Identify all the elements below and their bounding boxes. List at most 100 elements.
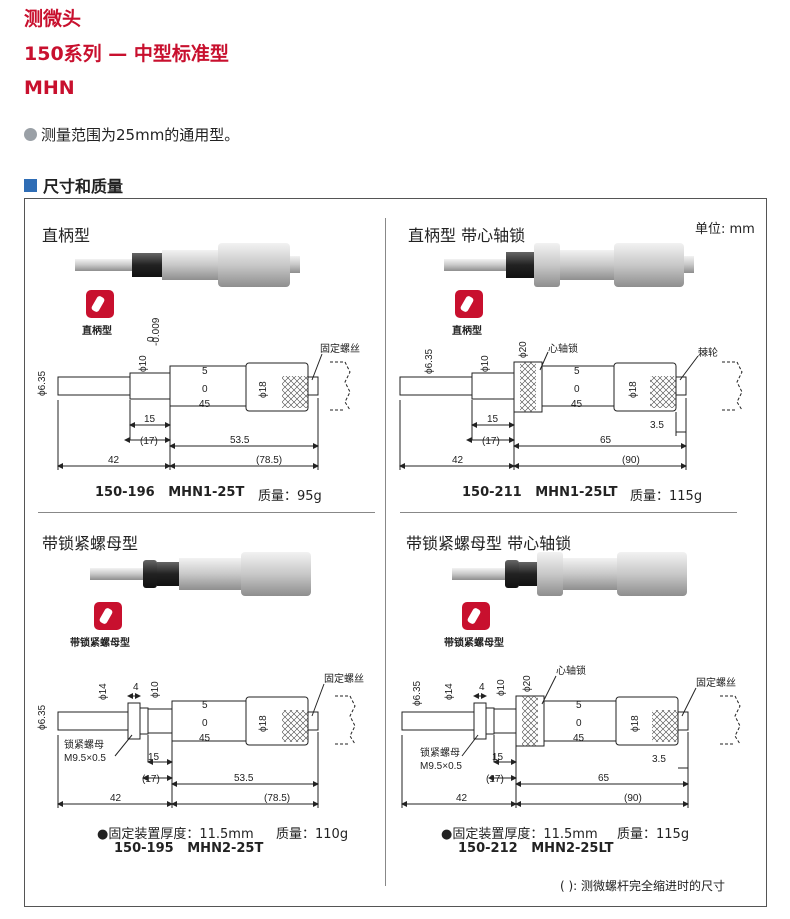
lock-nut-icon — [94, 602, 122, 630]
svg-text:(17): (17) — [486, 774, 504, 785]
drawing-1-labels: ϕ6.35 ϕ10 0 -0.009 ϕ18 5 0 45 15 (17) 53… — [37, 317, 360, 466]
svg-text:ϕ10: ϕ10 — [480, 355, 491, 372]
lock-nut-icon — [462, 602, 490, 630]
footnote: ( ): 测微螺杆完全缩进时的尺寸 — [560, 879, 726, 893]
svg-text:5: 5 — [574, 366, 580, 377]
svg-text:45: 45 — [571, 399, 583, 410]
model-4: 150-212 MHN2-25LT — [458, 841, 614, 856]
svg-text:45: 45 — [199, 399, 211, 410]
svg-text:65: 65 — [600, 435, 612, 446]
drawing-1 — [57, 353, 351, 470]
horizontal-divider-left — [38, 512, 375, 513]
photo-1 — [75, 243, 300, 287]
drawing-2 — [399, 351, 743, 470]
svg-text:ϕ18: ϕ18 — [258, 381, 269, 398]
straight-shank-icon — [86, 290, 114, 318]
svg-text:15: 15 — [487, 414, 499, 425]
svg-text:固定螺丝: 固定螺丝 — [324, 672, 364, 685]
svg-text:ϕ6.35: ϕ6.35 — [37, 704, 48, 730]
drawing-3 — [57, 683, 356, 808]
svg-text:45: 45 — [199, 733, 211, 744]
svg-text:(90): (90) — [624, 793, 642, 804]
photo-2 — [444, 243, 694, 287]
svg-text:45: 45 — [573, 733, 585, 744]
svg-text:15: 15 — [144, 414, 156, 425]
svg-text:ϕ18: ϕ18 — [628, 381, 639, 398]
svg-text:42: 42 — [108, 455, 120, 466]
svg-text:-0.009: -0.009 — [151, 317, 162, 346]
icon-label-2: 直柄型 — [452, 326, 482, 337]
panel-title-3: 带锁紧螺母型 — [42, 534, 139, 553]
description: 测量范围为25mm的通用型。 — [24, 124, 239, 145]
svg-text:15: 15 — [148, 752, 160, 763]
svg-text:(17): (17) — [142, 774, 160, 785]
svg-text:ϕ6.35: ϕ6.35 — [37, 370, 48, 396]
panel-title-1: 直柄型 — [42, 226, 91, 245]
drawing-3-labels: ϕ6.35 ϕ14 4 ϕ10 ϕ18 5 0 45 15 (17) 53.5 … — [37, 672, 364, 804]
svg-text:42: 42 — [452, 455, 464, 466]
svg-text:M9.5×0.5: M9.5×0.5 — [64, 753, 106, 764]
svg-text:15: 15 — [492, 752, 504, 763]
drawing-4 — [401, 675, 741, 808]
svg-text:锁紧螺母: 锁紧螺母 — [64, 738, 104, 751]
svg-text:65: 65 — [598, 773, 610, 784]
model-1: 150-196 MHN1-25T — [95, 485, 245, 500]
svg-text:固定螺丝: 固定螺丝 — [320, 342, 360, 355]
bullet-icon — [24, 128, 37, 141]
svg-text:3.5: 3.5 — [652, 754, 666, 765]
vertical-divider — [385, 218, 386, 886]
svg-text:42: 42 — [456, 793, 468, 804]
svg-text:心轴锁: 心轴锁 — [548, 342, 578, 355]
svg-text:M9.5×0.5: M9.5×0.5 — [420, 761, 462, 772]
svg-text:5: 5 — [202, 366, 208, 377]
svg-text:ϕ6.35: ϕ6.35 — [412, 680, 423, 706]
fix-note-4: ●固定装置厚度：11.5mm — [441, 827, 598, 842]
icon-label-4: 带锁紧螺母型 — [444, 638, 504, 649]
svg-text:53.5: 53.5 — [234, 773, 254, 784]
svg-text:(78.5): (78.5) — [256, 455, 282, 466]
svg-text:(90): (90) — [622, 455, 640, 466]
description-text: 测量范围为25mm的通用型。 — [41, 126, 240, 144]
photo-3 — [90, 552, 311, 596]
svg-text:0: 0 — [202, 384, 208, 395]
svg-text:4: 4 — [133, 682, 139, 693]
svg-text:锁紧螺母: 锁紧螺母 — [420, 746, 460, 759]
svg-text:(78.5): (78.5) — [264, 793, 290, 804]
horizontal-divider-right — [400, 512, 737, 513]
dimension-frame — [24, 198, 767, 907]
mass-2: 质量：115g — [630, 489, 703, 504]
model-3: 150-195 MHN2-25T — [114, 841, 264, 856]
square-icon — [24, 178, 37, 192]
straight-shank-icon — [455, 290, 483, 318]
svg-text:ϕ20: ϕ20 — [522, 675, 533, 692]
svg-text:ϕ14: ϕ14 — [98, 683, 109, 700]
model-family: MHN — [24, 77, 75, 99]
mass-3: 质量：110g — [276, 827, 349, 842]
svg-text:(17): (17) — [140, 436, 158, 447]
panel-title-2: 直柄型 带心轴锁 — [408, 226, 526, 245]
svg-text:ϕ6.35: ϕ6.35 — [424, 348, 435, 374]
svg-text:3.5: 3.5 — [650, 420, 664, 431]
svg-text:棘轮: 棘轮 — [698, 346, 718, 359]
svg-text:ϕ20: ϕ20 — [518, 341, 529, 358]
svg-text:ϕ18: ϕ18 — [258, 715, 269, 732]
svg-text:0: 0 — [574, 384, 580, 395]
svg-text:ϕ10: ϕ10 — [150, 681, 161, 698]
drawing-2-labels: ϕ6.35 ϕ10 ϕ20 ϕ18 5 0 45 15 (17) 65 3.5 … — [424, 341, 718, 466]
svg-text:42: 42 — [110, 793, 122, 804]
model-2: 150-211 MHN1-25LT — [462, 485, 618, 500]
mass-1: 质量：95g — [258, 489, 322, 504]
svg-text:ϕ18: ϕ18 — [630, 715, 641, 732]
svg-text:(17): (17) — [482, 436, 500, 447]
svg-text:4: 4 — [479, 682, 485, 693]
icon-label-3: 带锁紧螺母型 — [70, 638, 130, 649]
mass-4: 质量：115g — [617, 827, 690, 842]
svg-text:5: 5 — [576, 700, 582, 711]
svg-text:ϕ10: ϕ10 — [138, 355, 149, 372]
section-heading: 尺寸和质量 — [24, 173, 123, 197]
section-title: 尺寸和质量 — [43, 177, 124, 196]
panel-title-4: 带锁紧螺母型 带心轴锁 — [406, 534, 572, 553]
page-title: 测微头 — [24, 8, 82, 30]
series-title: 150系列 — 中型标准型 — [24, 43, 229, 65]
